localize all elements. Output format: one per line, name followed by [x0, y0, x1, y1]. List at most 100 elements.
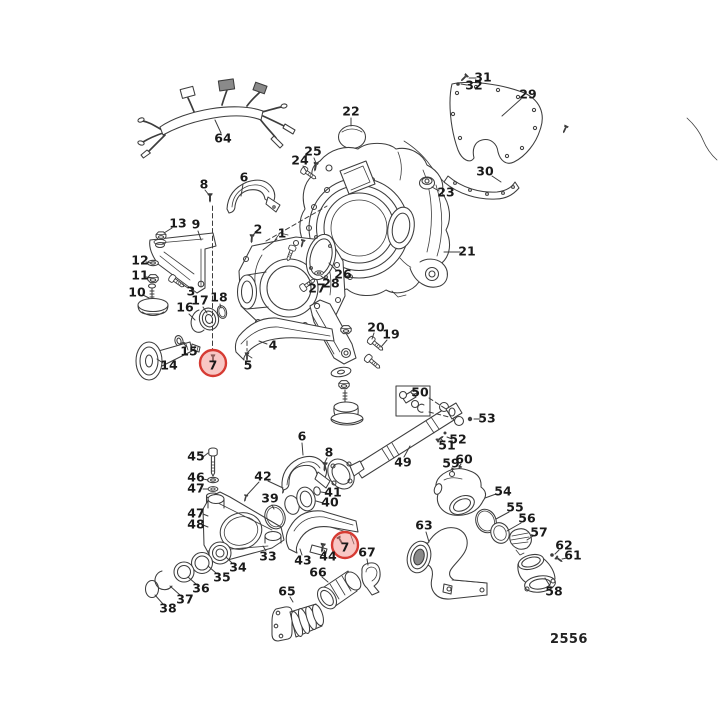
exhaust-elbow — [406, 527, 488, 600]
leader-line-26 — [328, 262, 338, 272]
callout-label-21: 21 — [458, 244, 475, 259]
leader-line-17 — [202, 306, 208, 314]
leader-line-24 — [302, 165, 307, 172]
leader-line-40 — [315, 500, 324, 504]
leader-line-39 — [271, 504, 275, 510]
wiring-harness — [137, 78, 296, 159]
callout-label-37: 37 — [176, 592, 193, 607]
callout-label-33: 33 — [259, 549, 276, 564]
leader-line-10 — [142, 294, 150, 299]
leader-line-9 — [197, 230, 202, 241]
leader-line-67 — [366, 558, 369, 566]
highlight-circle-7 — [198, 348, 228, 378]
leader-line-35 — [207, 565, 217, 574]
flange-nut — [299, 161, 436, 190]
callout-label-35: 35 — [213, 570, 230, 585]
callout-label-47: 47 — [187, 506, 204, 521]
highlight-layer — [198, 348, 360, 560]
callout-label-4: 4 — [269, 338, 278, 353]
leader-line-46 — [202, 478, 209, 481]
lower-shift-clamp — [281, 455, 331, 491]
callout-label-62: 62 — [555, 538, 572, 553]
callout-label-12: 12 — [131, 253, 148, 268]
callout-label-8: 8 — [325, 445, 334, 460]
callout-label-20: 20 — [367, 320, 385, 335]
leader-line-37 — [169, 585, 181, 596]
leader-line-58 — [544, 577, 551, 587]
leader-line-48 — [202, 524, 209, 528]
callout-label-60: 60 — [455, 452, 473, 467]
leader-line-43 — [299, 548, 303, 556]
leader-line-12 — [145, 261, 152, 264]
callout-label-41: 41 — [324, 485, 341, 500]
callout-label-64: 64 — [214, 131, 232, 146]
leader-line-62 — [554, 549, 560, 555]
leader-line-33 — [262, 545, 267, 552]
front-mount-bracket — [137, 231, 217, 317]
leader-line-64 — [214, 119, 222, 134]
leader-line-41 — [320, 491, 328, 494]
callout-label-13: 13 — [169, 216, 186, 231]
callout-label-19: 19 — [382, 327, 399, 342]
leader-line-20 — [371, 332, 375, 340]
leader-line-30 — [491, 175, 502, 183]
callout-label-55: 55 — [506, 500, 523, 515]
callout-label-22: 22 — [342, 104, 359, 119]
leader-line-51 — [440, 438, 445, 443]
callout-label-59: 59 — [442, 456, 459, 471]
callout-label-36: 36 — [192, 581, 210, 596]
leader-line-61 — [561, 557, 568, 560]
callout-label-61: 61 — [564, 548, 581, 563]
callout-label-53: 53 — [478, 411, 495, 426]
dipstick-tube-line — [403, 117, 718, 184]
bellows-and-hose — [271, 562, 381, 642]
leader-line-14 — [156, 358, 164, 364]
cover-gasket-strip — [443, 124, 569, 200]
callout-label-66: 66 — [309, 565, 327, 580]
leader-line-57 — [526, 535, 534, 541]
callout-label-38: 38 — [159, 601, 176, 616]
leader-line-32 — [460, 83, 468, 86]
alignment-dashes — [212, 205, 328, 352]
callout-label-7: 7 — [209, 358, 218, 373]
leader-line-19 — [380, 339, 388, 348]
leader-line-54 — [484, 493, 497, 499]
leader-line-42 — [267, 480, 284, 489]
callout-label-25: 25 — [304, 144, 321, 159]
leader-line-65 — [289, 596, 294, 603]
leader-line-55 — [495, 511, 510, 520]
leader-line-44 — [323, 549, 327, 554]
callout-label-27: 27 — [308, 281, 325, 296]
water-fittings — [433, 464, 565, 593]
callout-label-52: 52 — [449, 432, 466, 447]
leader-line-28 — [320, 275, 327, 281]
callout-label-49: 49 — [394, 455, 411, 470]
callout-label-26: 26 — [334, 267, 352, 282]
leader-line-29 — [501, 98, 522, 117]
callout-label-1: 1 — [278, 226, 287, 241]
callout-label-3: 3 — [187, 284, 196, 299]
callout-label-65: 65 — [278, 584, 295, 599]
leader-line-4 — [258, 340, 268, 345]
leader-line-6 — [240, 183, 244, 197]
leader-line-25 — [313, 157, 317, 164]
callout-label-15: 15 — [180, 344, 197, 359]
callout-label-17: 17 — [191, 293, 208, 308]
leader-line-34 — [225, 556, 233, 564]
callout-label-5: 5 — [244, 358, 253, 373]
upper-shield-plate — [234, 317, 335, 361]
callout-label-46: 46 — [187, 470, 205, 485]
leader-line-63 — [425, 531, 430, 543]
leader-line-45 — [202, 452, 209, 458]
end-cover-gasket — [449, 72, 543, 164]
leader-line-47 — [202, 513, 209, 517]
leader-line-56 — [506, 522, 522, 532]
leader-line-42 — [246, 481, 260, 496]
leader-line-66 — [321, 576, 329, 583]
callout-label-10: 10 — [128, 285, 146, 300]
transom-shift-plate — [144, 486, 321, 599]
callout-label-58: 58 — [545, 584, 562, 599]
callout-label-54: 54 — [494, 484, 512, 499]
callout-label-28: 28 — [322, 276, 339, 291]
